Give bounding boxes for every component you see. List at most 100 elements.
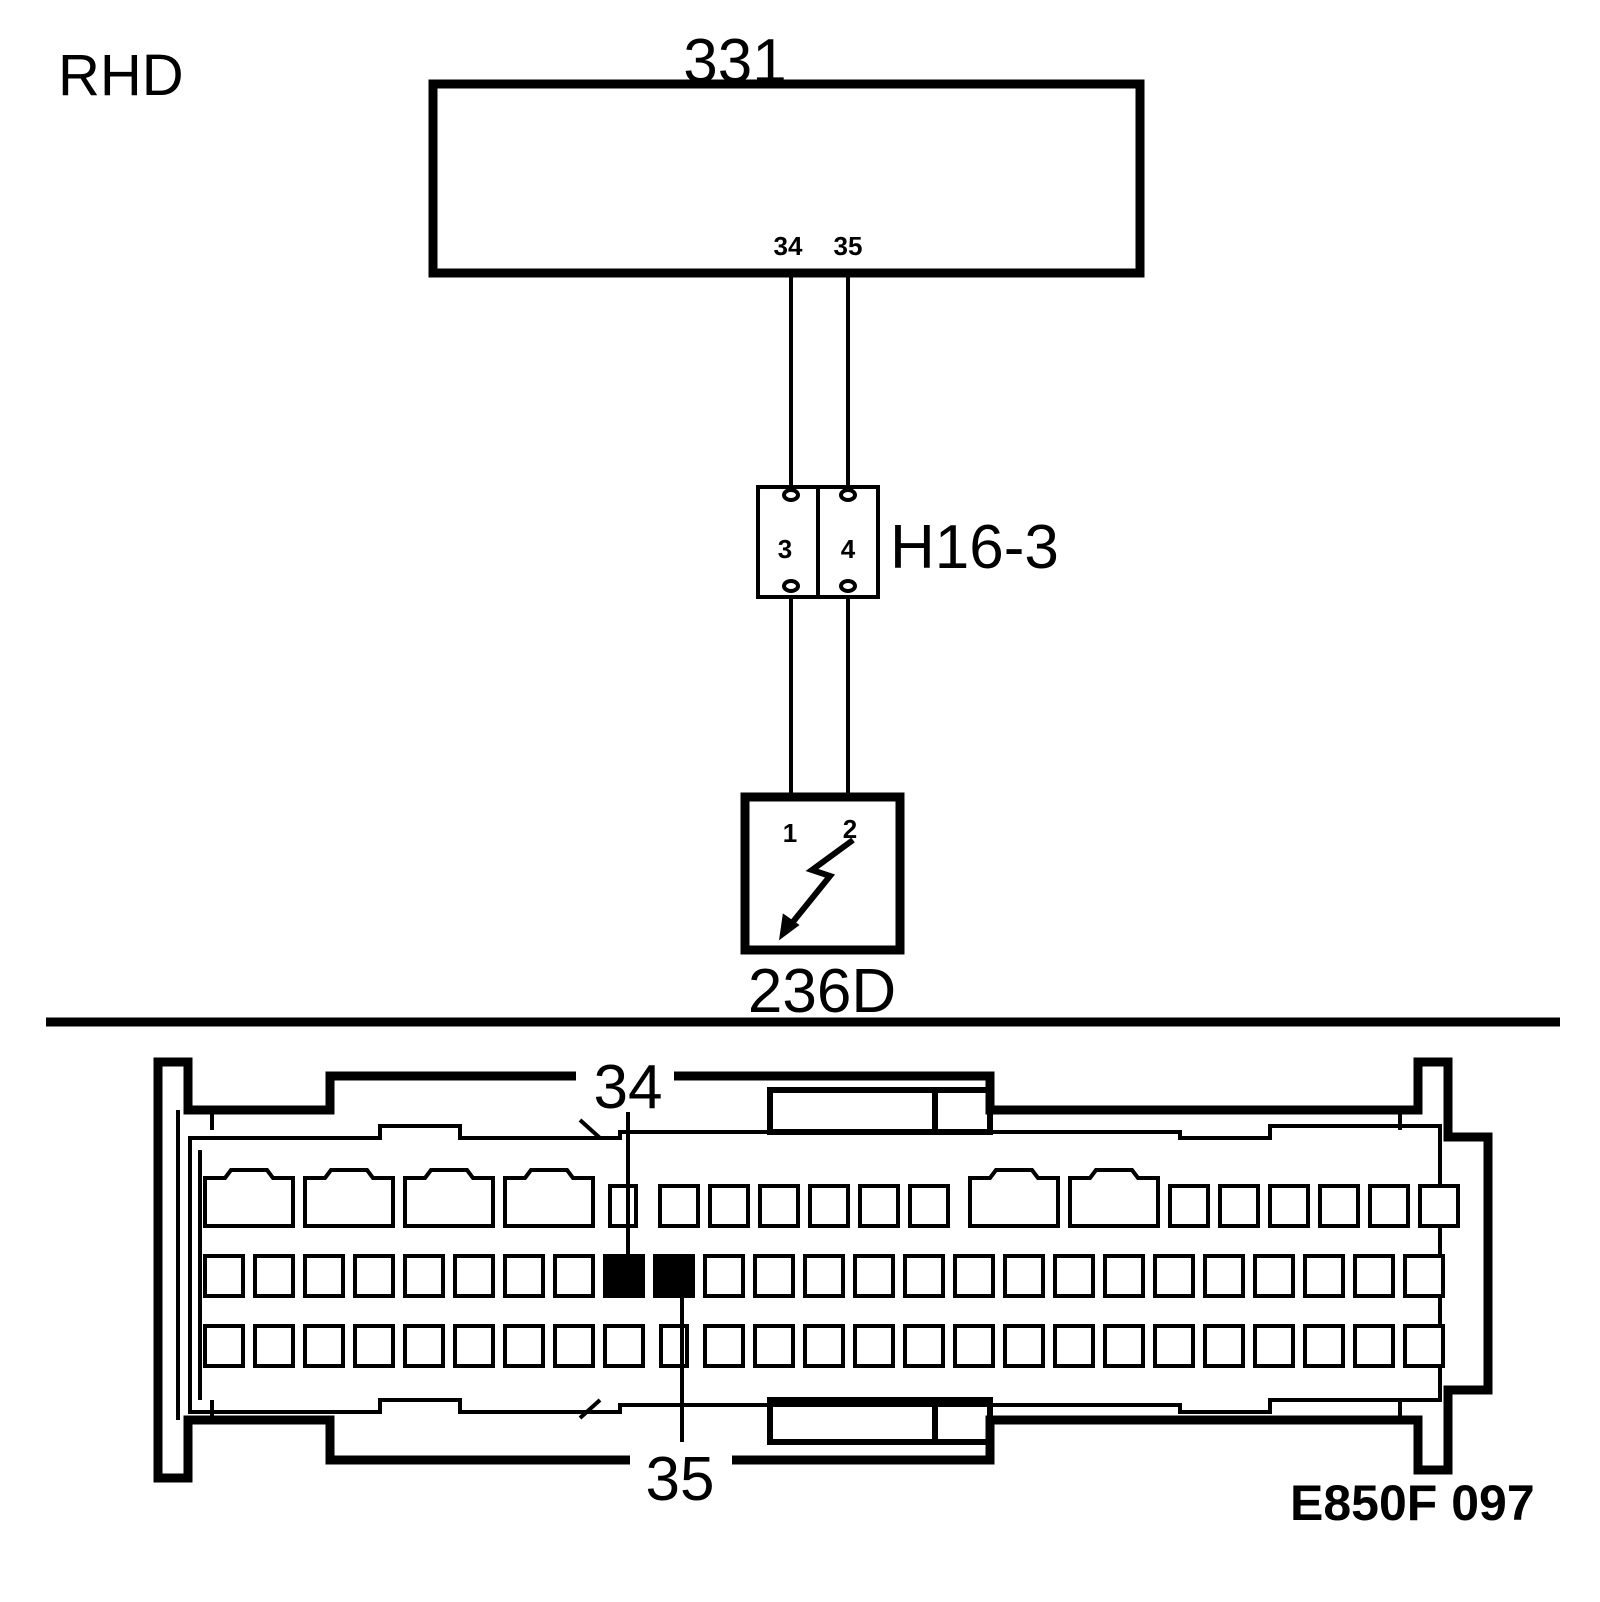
pin-cavity-bottom-22 [1253, 1324, 1295, 1368]
pin-cavity-bottom-5 [403, 1324, 445, 1368]
ecu-connector-key-top [578, 1118, 602, 1140]
pin-cavity-bottom-25 [1403, 1324, 1445, 1368]
callout-35-label: 35 [646, 1445, 715, 1514]
pin-cavity-wide-top-1 [203, 1168, 295, 1228]
connector-terminal-3-top [782, 488, 800, 502]
pin-cavity-bottom-8 [553, 1324, 595, 1368]
pin-cavity-middle-22 [1253, 1254, 1295, 1298]
figure-code: E850F 097 [1290, 1475, 1535, 1531]
pin-cavity-middle-21 [1203, 1254, 1245, 1298]
pin-cavity-middle-20 [1153, 1254, 1195, 1298]
pin-cavity-top-6 [908, 1184, 950, 1228]
ecu-connector-pin-row-bottom [203, 1324, 1445, 1368]
pin-cavity-middle-17 [1003, 1254, 1045, 1298]
pin-cavity-middle-3 [303, 1254, 345, 1298]
pin-cavity-bottom-23 [1303, 1324, 1345, 1368]
ecu-connector-bottom-latch [767, 1397, 993, 1445]
pin-cavity-bottom-16 [953, 1324, 995, 1368]
pin-cavity-bottom-14 [853, 1324, 895, 1368]
pin-cavity-middle-8 [553, 1254, 595, 1298]
ecu-connector-pin-row-middle [203, 1254, 1445, 1298]
pin-cavity-top-1 [658, 1184, 700, 1228]
pin-cavity-middle-18 [1053, 1254, 1095, 1298]
ecu-connector-top-latch [767, 1087, 993, 1135]
pin-cavity-wide-top-5 [968, 1168, 1060, 1228]
pin-cavity-bottom-12 [753, 1324, 795, 1368]
pin-cavity-middle-4 [353, 1254, 395, 1298]
callout-34-mask [576, 1056, 674, 1112]
ecu-connector-key-bottom [578, 1398, 602, 1420]
pin-cavity-bottom-20 [1153, 1324, 1195, 1368]
pin-cavity-middle-13 [803, 1254, 845, 1298]
pin-cavity-wide-top-6 [1068, 1168, 1160, 1228]
ecu-connector-left-notch [188, 1108, 214, 1422]
sensor-pin-2-label: 2 [843, 814, 857, 844]
pin-cavity-top-9 [1268, 1184, 1310, 1228]
pin-cavity-top-12 [1418, 1184, 1460, 1228]
pin-cavity-middle-6 [453, 1254, 495, 1298]
pin-cavity-wide-top-2 [303, 1168, 395, 1228]
pin-cavity-bottom-6 [453, 1324, 495, 1368]
connector-h16-3: 3 4 H16-3 [756, 485, 1059, 599]
pin-cavity-bottom-17 [1003, 1324, 1045, 1368]
pin-cavity-top-8 [1218, 1184, 1260, 1228]
connector-id-label: H16-3 [890, 513, 1059, 582]
sensor-236d: 1 2 236D [740, 792, 905, 1026]
sensor-box [740, 792, 905, 955]
sensor-id-label: 236D [748, 957, 896, 1026]
pin-cavity-bottom-21 [1203, 1324, 1245, 1368]
callout-35-mask [630, 1442, 732, 1506]
sensor-bolt-icon [785, 837, 855, 930]
variant-label: RHD [58, 43, 184, 108]
pin-cavity-bottom-19 [1103, 1324, 1145, 1368]
pin-cavity-bottom-4 [353, 1324, 395, 1368]
pin-cavity-top-slot [608, 1184, 638, 1228]
pin-cavity-middle-24 [1353, 1254, 1395, 1298]
pin-cavity-bottom-3 [303, 1324, 345, 1368]
pin-cavity-bottom-2 [253, 1324, 295, 1368]
pin-cavity-bottom-7 [503, 1324, 545, 1368]
pin-cavity-wide-top-3 [403, 1168, 495, 1228]
ecu-connector-pin-row-top [203, 1168, 1460, 1228]
module-box [428, 79, 1145, 278]
pin-cavity-middle-11 [703, 1254, 745, 1298]
pin-cavity-top-4 [808, 1184, 850, 1228]
pin-cavity-bottom-13 [803, 1324, 845, 1368]
connector-pin-4-label: 4 [841, 534, 856, 564]
connector-terminal-4-bottom [839, 579, 857, 593]
connector-terminal-3-bottom [782, 579, 800, 593]
module-331: 331 34 35 [428, 27, 1145, 278]
pin-cavity-highlighted-34 [603, 1254, 645, 1298]
pin-cavity-middle-5 [403, 1254, 445, 1298]
ecu-connector-right-notch [1398, 1108, 1418, 1422]
pin-cavity-middle-15 [903, 1254, 945, 1298]
sensor-bolt-arrowhead [779, 913, 800, 941]
pin-cavity-bottom-11 [703, 1324, 745, 1368]
pin-cavity-middle-12 [753, 1254, 795, 1298]
pin-cavity-bottom-9 [603, 1324, 645, 1368]
pin-cavity-middle-16 [953, 1254, 995, 1298]
pin-cavity-top-3 [758, 1184, 800, 1228]
pin-cavity-middle-2 [253, 1254, 295, 1298]
module-pin-35-label: 35 [834, 231, 863, 261]
pin-cavity-top-10 [1318, 1184, 1360, 1228]
sensor-pin-1-label: 1 [783, 818, 797, 848]
callout-34-label: 34 [594, 1053, 663, 1122]
pin-cavity-middle-19 [1103, 1254, 1145, 1298]
pin-cavity-middle-14 [853, 1254, 895, 1298]
ecu-connector-housing [153, 1057, 1493, 1483]
pin-cavity-highlighted-35 [653, 1254, 695, 1298]
pin-cavity-top-7 [1168, 1184, 1210, 1228]
pin-cavity-middle-7 [503, 1254, 545, 1298]
connector-terminal-4-top [839, 488, 857, 502]
pin-cavity-top-5 [858, 1184, 900, 1228]
pin-cavity-bottom-24 [1353, 1324, 1395, 1368]
pin-cavity-bottom-18 [1053, 1324, 1095, 1368]
ecu-connector-inner-outline [188, 1124, 1442, 1414]
pin-cavity-bottom-1 [203, 1324, 245, 1368]
connector-pin-3-label: 3 [778, 534, 792, 564]
pin-cavity-top-11 [1368, 1184, 1410, 1228]
pin-cavity-middle-23 [1303, 1254, 1345, 1298]
pin-cavity-middle-25 [1403, 1254, 1445, 1298]
